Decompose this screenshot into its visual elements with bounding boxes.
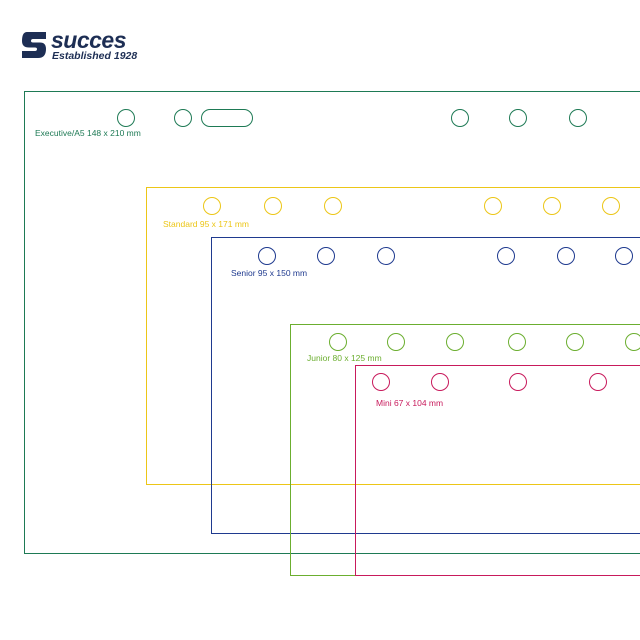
ring-hole [589, 373, 607, 391]
ring-hole [324, 197, 342, 215]
ring-hole [317, 247, 335, 265]
sheet-label-senior: Senior 95 x 150 mm [231, 268, 308, 278]
ring-hole [431, 373, 449, 391]
ring-hole [497, 247, 515, 265]
sheet-executive [24, 91, 640, 554]
ring-hole [387, 333, 405, 351]
brand-logo: succes Established 1928 [22, 27, 152, 64]
sheet-label-executive: Executive/A5 148 x 210 mm [35, 128, 141, 138]
ring-hole [615, 247, 633, 265]
sheet-label-junior: Junior 80 x 125 mm [307, 353, 382, 363]
sheet-mini [355, 365, 640, 576]
succes-logo-icon [22, 32, 46, 58]
brand-name: succes [51, 27, 127, 53]
ring-hole [508, 333, 526, 351]
ring-hole [509, 109, 527, 127]
ring-hole [451, 109, 469, 127]
ring-hole [372, 373, 390, 391]
ring-hole [484, 197, 502, 215]
ring-hole [543, 197, 561, 215]
ring-hole [509, 373, 527, 391]
sheet-standard [146, 187, 640, 485]
sheet-label-standard: Standard 95 x 171 mm [163, 219, 249, 229]
ring-hole [117, 109, 135, 127]
ring-hole [625, 333, 640, 351]
ring-hole [446, 333, 464, 351]
ring-hole [566, 333, 584, 351]
brand-tagline: Established 1928 [52, 50, 138, 62]
ring-slot [201, 109, 253, 127]
ring-hole [377, 247, 395, 265]
ring-hole [258, 247, 276, 265]
sheet-senior [211, 237, 640, 534]
ring-hole [329, 333, 347, 351]
ring-hole [602, 197, 620, 215]
sheet-label-mini: Mini 67 x 104 mm [376, 398, 444, 408]
ring-hole [174, 109, 192, 127]
ring-hole [203, 197, 221, 215]
ring-hole [264, 197, 282, 215]
ring-hole [557, 247, 575, 265]
ring-hole [569, 109, 587, 127]
